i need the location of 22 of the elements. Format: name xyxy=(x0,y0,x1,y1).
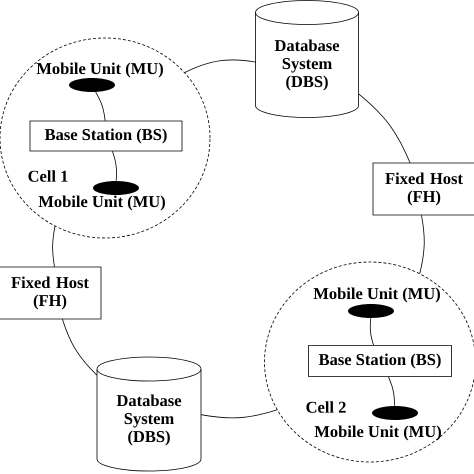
connector-line xyxy=(95,92,106,121)
fixed-host-box: Fixed Host (FH) xyxy=(372,162,474,216)
connector-line xyxy=(358,93,410,163)
fixed-host-box: Fixed Host (FH) xyxy=(0,266,102,320)
connector-line xyxy=(62,319,98,376)
cell-label: Cell 2 xyxy=(306,401,346,413)
base-station-box: Base Station (BS) xyxy=(308,345,452,377)
connector-line xyxy=(112,151,117,182)
cell-label: Cell 1 xyxy=(28,170,68,182)
connector-line xyxy=(184,60,256,73)
base-station-box: Base Station (BS) xyxy=(30,120,182,152)
mobile-unit-label: Mobile Unit (MU) xyxy=(38,196,165,210)
connector-line xyxy=(388,376,395,406)
mobile-unit-label: Mobile Unit (MU) xyxy=(314,426,441,440)
connector-line xyxy=(52,226,56,267)
database-cylinder: Database System (DBS) xyxy=(255,0,359,118)
connector-line xyxy=(370,318,374,346)
mobile-unit-label: Mobile Unit (MU) xyxy=(314,288,440,302)
database-cylinder: Database System (DBS) xyxy=(96,356,202,472)
connector-line xyxy=(419,215,425,274)
connector-line xyxy=(200,410,278,418)
mobile-unit-label: Mobile Unit (MU) xyxy=(36,62,163,78)
